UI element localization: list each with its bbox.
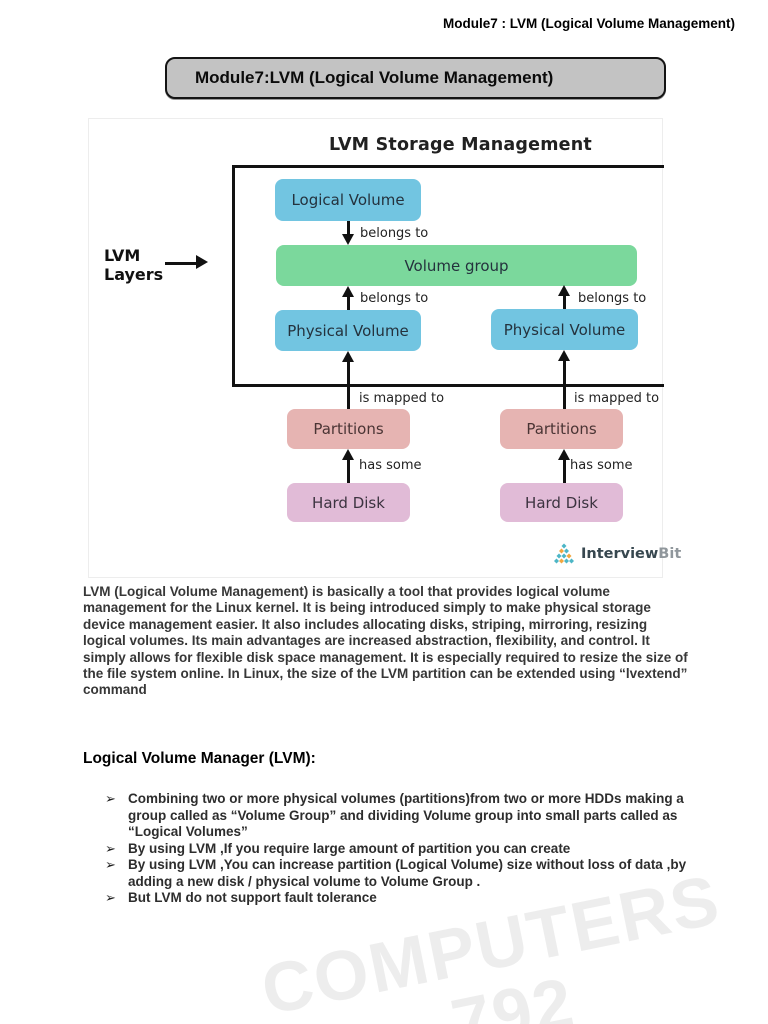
node-hard-disk-right: Hard Disk <box>500 483 623 522</box>
frame-left-line <box>232 165 235 387</box>
arrow-pvright-to-vg-icon <box>558 285 570 309</box>
page-running-title: Module7 : LVM (Logical Volume Management… <box>442 16 735 31</box>
edge-label-is-mapped-to-right: is mapped to <box>574 391 660 406</box>
frame-top-line <box>232 165 664 168</box>
bullet-arrow-icon: ➢ <box>105 890 116 905</box>
section-heading: Logical Volume Manager (LVM): <box>83 750 316 767</box>
edge-label-has-some-right: has some <box>570 458 633 473</box>
edge-label-belongs-to-left: belongs to <box>360 291 429 306</box>
node-physical-volume-left: Physical Volume <box>275 310 421 351</box>
lvm-description-paragraph: LVM (Logical Volume Management) is basic… <box>83 584 688 698</box>
edge-label-belongs-to-right: belongs to <box>578 291 647 306</box>
logo-text-interview: Interview <box>581 545 659 562</box>
edge-label-belongs-to-top: belongs to <box>360 226 429 241</box>
interviewbit-triangle-icon <box>554 543 574 564</box>
diagram-title: LVM Storage Management <box>329 135 592 155</box>
module-title-box: Module7:LVM (Logical Volume Management) <box>165 57 666 99</box>
bullet-list: ➢ Combining two or more physical volumes … <box>105 791 690 907</box>
arrow-pvleft-to-vg-icon <box>342 286 354 310</box>
node-volume-group: Volume group <box>276 245 637 286</box>
list-item: ➢ But LVM do not support fault tolerance <box>105 890 690 907</box>
frame-bottom-line <box>232 384 664 387</box>
bullet-arrow-icon: ➢ <box>105 840 116 856</box>
bullet-text: Combining two or more physical volumes (… <box>128 791 684 839</box>
node-physical-volume-right: Physical Volume <box>491 309 638 350</box>
bullet-text: But LVM do not support fault tolerance <box>128 890 377 905</box>
node-partitions-right: Partitions <box>500 409 623 449</box>
lvm-diagram: LVM Storage Management LVM Layers Logica… <box>88 118 681 578</box>
edge-label-is-mapped-to-left: is mapped to <box>359 391 445 406</box>
arrow-lv-to-vg-icon <box>342 221 354 245</box>
list-item: ➢ By using LVM ,You can increase partitio… <box>105 857 690 890</box>
bullet-text: By using LVM ,If you require large amoun… <box>128 840 571 856</box>
bullet-text: By using LVM ,You can increase partition… <box>128 857 687 889</box>
interviewbit-logo: InterviewBit <box>551 543 681 564</box>
arrow-partleft-to-pv-icon <box>342 351 354 409</box>
edge-label-has-some-left: has some <box>359 458 422 473</box>
list-item: ➢ By using LVM ,If you require large amou… <box>105 841 690 858</box>
layers-arrow-line <box>165 262 196 265</box>
arrow-hdright-to-part-icon <box>558 449 570 483</box>
bullet-arrow-icon: ➢ <box>105 791 116 806</box>
logo-text-bit: Bit <box>658 545 682 562</box>
node-logical-volume: Logical Volume <box>275 179 421 221</box>
arrow-partright-to-pv-icon <box>558 350 570 409</box>
node-partitions-left: Partitions <box>287 409 410 449</box>
bullet-arrow-icon: ➢ <box>105 857 116 872</box>
module-title-text: Module7:LVM (Logical Volume Management) <box>195 68 554 87</box>
lvm-layers-label: LVM Layers <box>104 246 164 284</box>
list-item: ➢ Combining two or more physical volumes … <box>105 791 690 841</box>
arrow-hdleft-to-part-icon <box>342 449 354 483</box>
layers-arrow-icon <box>196 255 208 269</box>
node-hard-disk-left: Hard Disk <box>287 483 410 522</box>
